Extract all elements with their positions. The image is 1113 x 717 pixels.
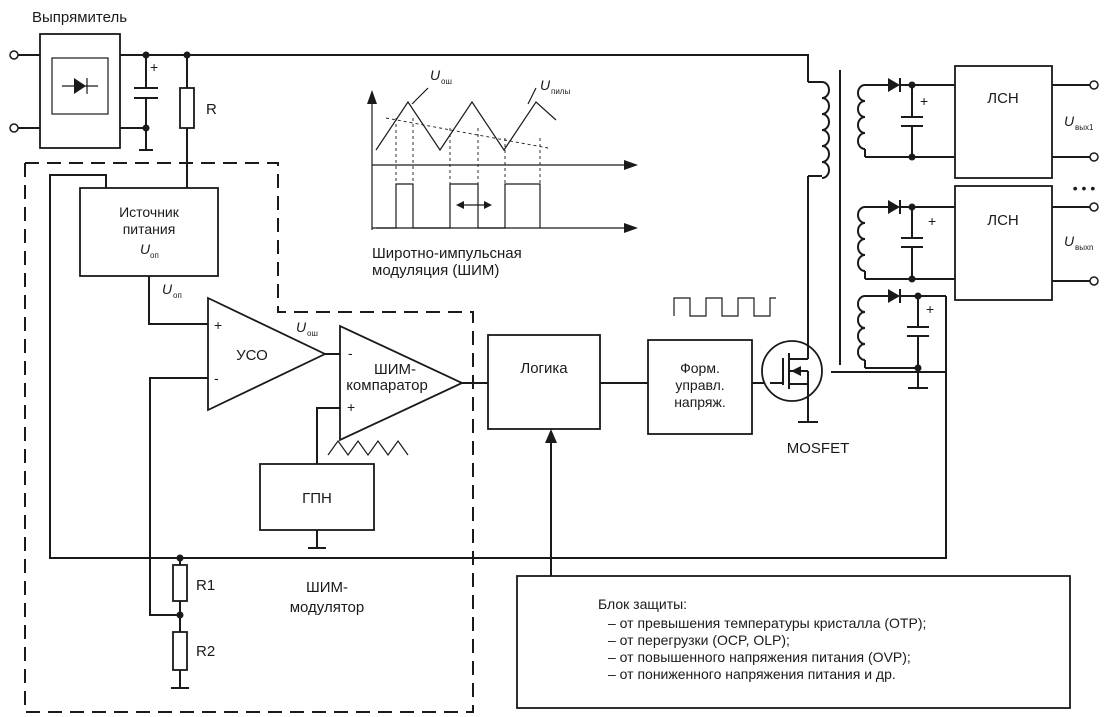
pwm-comparator-label-2: компаратор <box>346 377 428 394</box>
primary-winding-icon <box>821 81 830 179</box>
gpn-block <box>259 463 375 531</box>
svg-text:U: U <box>430 67 441 83</box>
pwm-modulator-boundary <box>24 162 474 713</box>
driver-label-2: управл. <box>675 377 724 393</box>
protection-block <box>516 575 1071 709</box>
sec2-cap-plus: + <box>928 213 936 229</box>
svg-text:оп: оп <box>150 251 159 260</box>
power-source-block <box>79 187 219 277</box>
driver-label-3: напряж. <box>674 394 726 410</box>
secondary-winding-1-icon <box>857 84 866 150</box>
rectifier-block <box>39 33 121 149</box>
svg-text:оп: оп <box>173 291 182 300</box>
u-saw-graph-label: U пилы <box>540 77 570 96</box>
lsn-label-1: ЛСН <box>987 90 1019 107</box>
resistor-r2 <box>172 631 188 671</box>
svg-text:U: U <box>540 77 551 93</box>
svg-text:U: U <box>1064 113 1075 129</box>
svg-text:вых1: вых1 <box>1075 123 1094 132</box>
pwm-comparator-label-1: ШИМ- <box>374 361 416 378</box>
protection-title: Блок защиты: <box>598 596 687 612</box>
rectifier-bridge <box>51 57 109 115</box>
uso-label: УСО <box>236 347 268 364</box>
pwm-caption-2: модуляция (ШИМ) <box>372 262 499 279</box>
input-terminal-1 <box>9 50 19 60</box>
svg-text:пилы: пилы <box>551 87 570 96</box>
pulse-train-icon <box>673 297 776 317</box>
svg-text:U: U <box>162 281 173 297</box>
output-n-terminal-b <box>1089 276 1099 286</box>
u-outn-label: U выхn <box>1064 233 1093 252</box>
resistor-r-label: R <box>206 101 217 118</box>
protection-item-otp: – от превышения температуры кристалла (O… <box>608 615 926 631</box>
sawtooth-icon <box>327 439 409 457</box>
uso-plus: + <box>214 317 222 333</box>
resistor-r2-label: R2 <box>196 643 215 660</box>
u-op-output-label: U оп <box>162 281 182 300</box>
gpn-label: ГПН <box>302 490 332 507</box>
input-terminal-2 <box>9 123 19 133</box>
pwm-comparator <box>339 324 465 442</box>
protection-item-ovp: – от повышенного напряжения питания (OVP… <box>608 649 911 665</box>
driver-block <box>647 339 753 435</box>
cap-plus-sign: + <box>150 59 158 75</box>
lsn-block-2 <box>954 185 1053 301</box>
protection-item-uvp: – от пониженного напряжения питания и др… <box>608 666 896 682</box>
output-n-terminal-a <box>1089 202 1099 212</box>
filter-capacitor-icon <box>134 55 158 151</box>
uso-minus: - <box>214 370 219 386</box>
svg-text:U: U <box>140 241 151 257</box>
svg-text:ош: ош <box>441 77 452 86</box>
secondary-winding-2-icon <box>857 206 866 272</box>
u-osh-graph-label: U ош <box>430 67 452 86</box>
logic-label: Логика <box>520 360 568 377</box>
u-out1-label: U вых1 <box>1064 113 1094 132</box>
lsn-block-1 <box>954 65 1053 179</box>
svg-text:выхn: выхn <box>1075 243 1093 252</box>
pwm-timing-graph <box>367 87 638 233</box>
resistor-r <box>179 87 195 129</box>
pwm-modulator-label-1: ШИМ- <box>306 579 348 596</box>
power-source-label-1: Источник <box>119 204 180 220</box>
power-source-label-2: питания <box>123 221 176 237</box>
sec1-cap-plus: + <box>920 93 928 109</box>
u-osh-label: U ош <box>296 319 318 338</box>
sec3-cap-plus: + <box>926 301 934 317</box>
comparator-plus: + <box>347 399 355 415</box>
comparator-minus: - <box>348 345 353 361</box>
driver-label-1: Форм. <box>680 360 720 376</box>
svg-text:ош: ош <box>307 329 318 338</box>
logic-block <box>487 334 601 430</box>
svg-text:U: U <box>1064 233 1075 249</box>
uso-amplifier <box>207 296 328 412</box>
mosfet-label: MOSFET <box>787 440 850 457</box>
protection-arrow-icon <box>545 429 557 443</box>
rectifier-label: Выпрямитель <box>32 9 127 26</box>
svg-text:U: U <box>296 319 307 335</box>
more-outputs-ellipsis: • • • <box>1073 180 1096 196</box>
resistor-r1 <box>172 564 188 602</box>
secondary-winding-3-icon <box>857 295 866 361</box>
output-1-terminal-a <box>1089 80 1099 90</box>
diode-icon <box>62 78 98 94</box>
resistor-r1-label: R1 <box>196 577 215 594</box>
mosfet-icon <box>761 330 823 422</box>
pwm-caption-1: Широтно-импульсная <box>372 245 522 262</box>
pwm-modulator-label-2: модулятор <box>290 599 365 616</box>
lsn-label-2: ЛСН <box>987 212 1019 229</box>
u-op-label: U оп <box>140 241 159 260</box>
protection-item-ocp: – от перегрузки (OCP, OLP); <box>608 632 790 648</box>
output-1-terminal-b <box>1089 152 1099 162</box>
